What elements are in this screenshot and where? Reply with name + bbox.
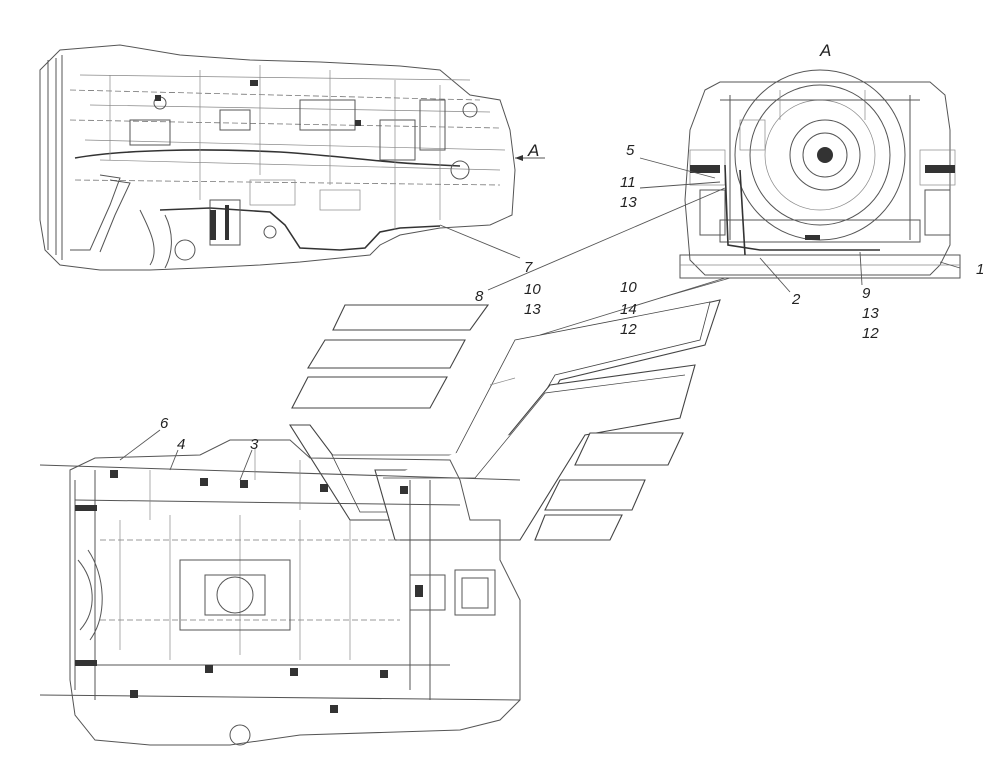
callout-12-b: 12 (862, 325, 879, 342)
callout-10-b: 10 (620, 279, 637, 296)
callout-6: 6 (160, 415, 169, 432)
callout-1: 1 (976, 261, 985, 278)
callout-12-a: 12 (620, 321, 637, 338)
callout-14: 14 (620, 301, 637, 318)
callout-4: 4 (177, 436, 186, 453)
callout-13-c: 13 (862, 305, 879, 322)
callout-2: 2 (792, 291, 801, 308)
callout-10-a: 10 (524, 281, 541, 298)
callout-5: 5 (626, 142, 635, 159)
callout-13-b: 13 (524, 301, 541, 318)
view-arrow-label: A (528, 141, 540, 160)
connection-leaders (487, 187, 726, 336)
callout-13-a: 13 (620, 194, 637, 211)
wire-ribbons (289, 299, 721, 541)
callout-9: 9 (862, 285, 871, 302)
callout-8: 8 (475, 288, 484, 305)
top-view (39, 429, 521, 746)
callout-3: 3 (250, 436, 259, 453)
callout-11: 11 (620, 174, 636, 191)
side-view (39, 44, 545, 271)
view-title: A (820, 41, 832, 60)
view-a (639, 69, 961, 299)
callout-7: 7 (524, 259, 533, 276)
